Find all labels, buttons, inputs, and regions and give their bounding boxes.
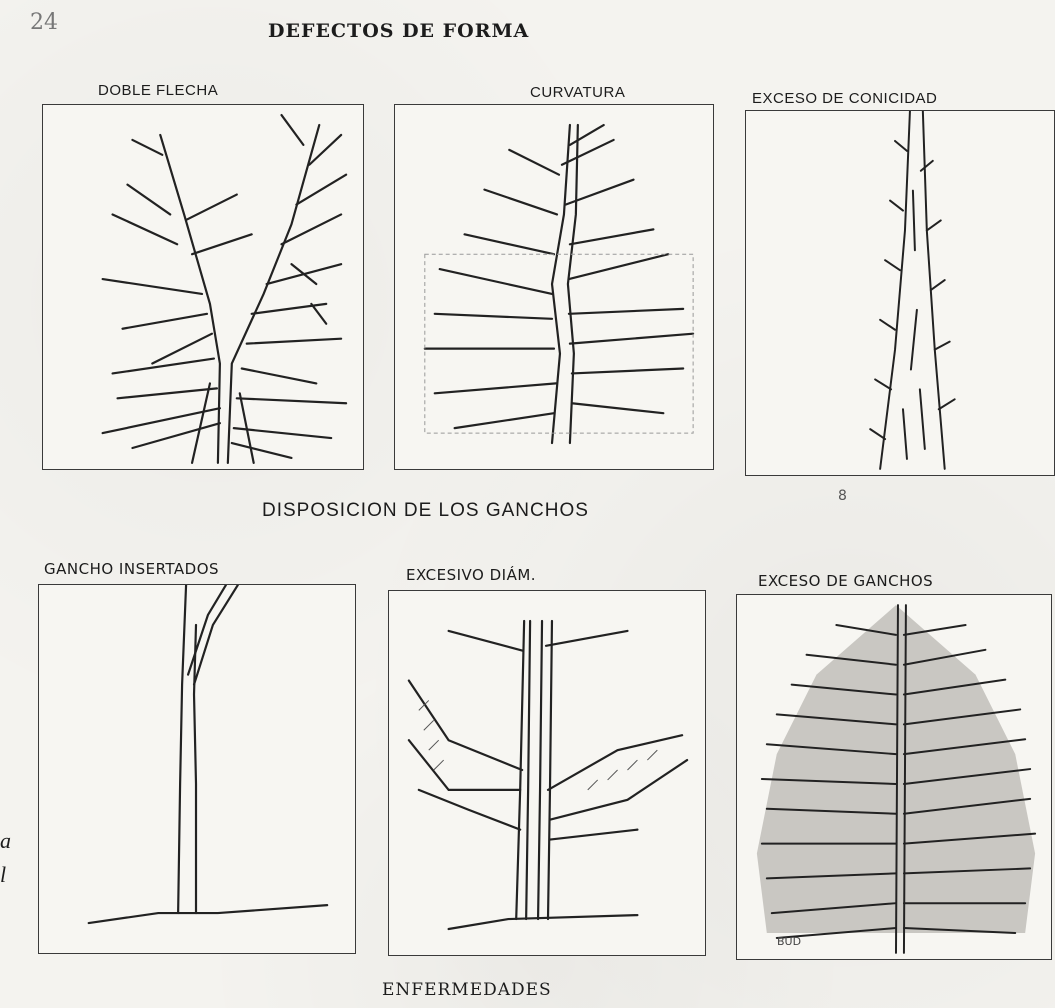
page-title: DEFECTOS DE FORMA (268, 20, 529, 42)
panel-gancho-insertados (38, 584, 356, 954)
tree-excess-branches-drawing (737, 595, 1051, 959)
panel-label-excesivo-diam: EXCESIVO DIÁM. (406, 566, 536, 584)
left-fragment-1: a (0, 828, 11, 854)
tree-excessive-diameter-drawing (389, 591, 705, 955)
panel-label-doble-flecha: DOBLE FLECHA (98, 82, 218, 99)
panel-scribble: BUD (777, 935, 801, 948)
panel-label-gancho-insertados: GANCHO INSERTADOS (44, 560, 219, 578)
panel-curvatura (394, 104, 714, 470)
footer-title: ENFERMEDADES (382, 980, 552, 1000)
left-fragment-2: l (0, 862, 6, 888)
panel-label-curvatura: CURVATURA (530, 84, 625, 101)
panel-exceso-ganchos: BUD (736, 594, 1052, 960)
corner-mark: 24 (30, 10, 58, 35)
tree-inserted-branch-drawing (39, 585, 355, 953)
panel-excesivo-diam (388, 590, 706, 956)
panel-label-exceso-conicidad: EXCESO DE CONICIDAD (752, 90, 937, 107)
small-mark: 8 (838, 488, 847, 504)
tree-curvature-drawing (395, 105, 713, 469)
tree-excess-taper-drawing (746, 111, 1054, 475)
tree-double-leader-drawing (43, 105, 363, 469)
panel-exceso-conicidad (745, 110, 1055, 476)
section-heading-ganchos: DISPOSICION DE LOS GANCHOS (262, 500, 589, 522)
panel-label-exceso-ganchos: EXCESO DE GANCHOS (758, 572, 933, 590)
panel-doble-flecha (42, 104, 364, 470)
